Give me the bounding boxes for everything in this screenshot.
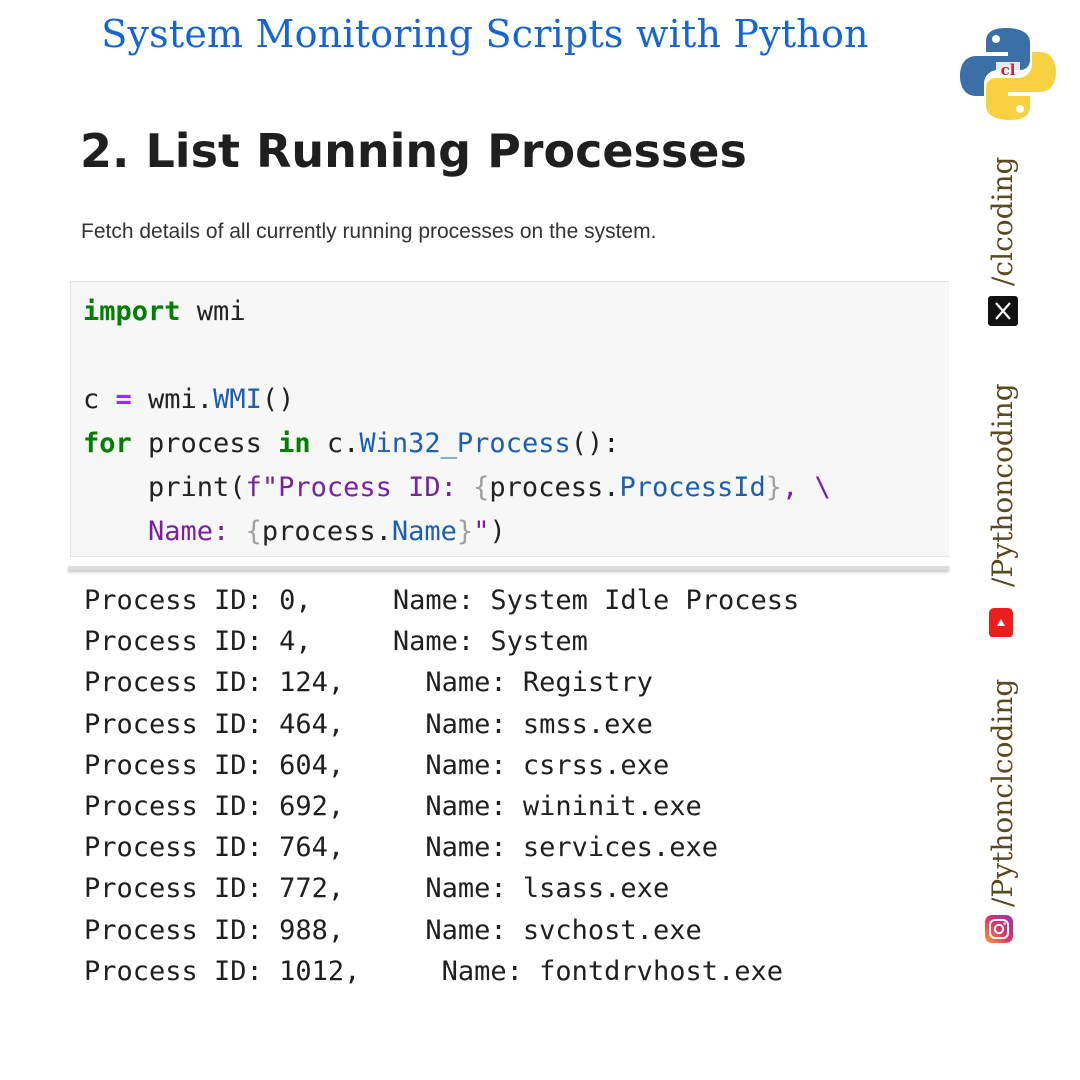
code-token: process.: [489, 472, 620, 503]
code-indent: [83, 472, 148, 503]
output-line: Process ID: 4, Name: System: [84, 626, 588, 658]
code-indent: [83, 516, 148, 547]
code-block: import wmi c = wmi.WMI() for process in …: [70, 281, 949, 557]
code-text: import wmi c = wmi.WMI() for process in …: [83, 290, 831, 554]
code-token: print(: [148, 472, 246, 503]
code-brace: {: [473, 472, 490, 503]
output-divider: [68, 566, 949, 570]
code-keyword: for: [83, 428, 132, 459]
code-attribute: Name: [391, 516, 457, 547]
output-line: Process ID: 124, Name: Registry: [84, 667, 653, 699]
output-line: Process ID: 0, Name: System Idle Process: [84, 585, 800, 616]
code-token: c.: [310, 428, 360, 459]
code-token: process: [131, 428, 279, 459]
code-operator: =: [115, 384, 132, 415]
code-string: Name:: [148, 516, 246, 547]
python-logo-icon: cl: [960, 28, 1056, 120]
output-line: Process ID: 464, Name: smss.exe: [84, 708, 653, 740]
code-keyword: import: [83, 296, 181, 327]
code-brace: }: [456, 516, 474, 547]
code-string: ": [473, 516, 490, 547]
code-token: c: [83, 384, 116, 415]
code-token: wmi: [180, 296, 246, 327]
youtube-handle[interactable]: /Pythoncoding: [986, 383, 1019, 587]
code-token: wmi.: [131, 384, 214, 415]
code-token: process.: [261, 516, 392, 547]
code-brace: }: [765, 472, 783, 503]
code-keyword: in: [278, 428, 311, 459]
code-token: (): [261, 384, 295, 415]
code-attribute: ProcessId: [619, 472, 766, 503]
code-brace: {: [245, 516, 262, 547]
code-string: f"Process ID:: [245, 472, 474, 503]
instagram-handle[interactable]: /Pythonclcoding: [986, 678, 1019, 907]
output-line: Process ID: 764, Name: services.exe: [84, 832, 718, 864]
console-output: Process ID: 0, Name: System Idle Process…: [84, 580, 799, 992]
code-string: , \: [782, 472, 831, 503]
output-line: Process ID: 988, Name: svchost.exe: [84, 914, 702, 946]
youtube-icon[interactable]: [987, 607, 1017, 637]
code-attribute: WMI: [213, 384, 262, 415]
code-token: ():: [570, 428, 620, 459]
instagram-icon[interactable]: [984, 914, 1014, 944]
x-logo-icon[interactable]: [988, 296, 1018, 326]
banner-title: System Monitoring Scripts with Python: [101, 12, 869, 56]
code-token: ): [489, 516, 506, 547]
code-attribute: Win32_Process: [359, 428, 571, 459]
x-handle[interactable]: /clcoding: [986, 156, 1019, 286]
svg-text:cl: cl: [1001, 61, 1016, 79]
output-line: Process ID: 604, Name: csrss.exe: [84, 749, 670, 781]
output-line: Process ID: 692, Name: wininit.exe: [84, 791, 702, 823]
output-line: Process ID: 1012, Name: fontdrvhost.exe: [84, 955, 783, 987]
output-line: Process ID: 772, Name: lsass.exe: [84, 873, 670, 905]
page-title: 2. List Running Processes: [80, 124, 747, 178]
description-text: Fetch details of all currently running p…: [81, 220, 657, 243]
